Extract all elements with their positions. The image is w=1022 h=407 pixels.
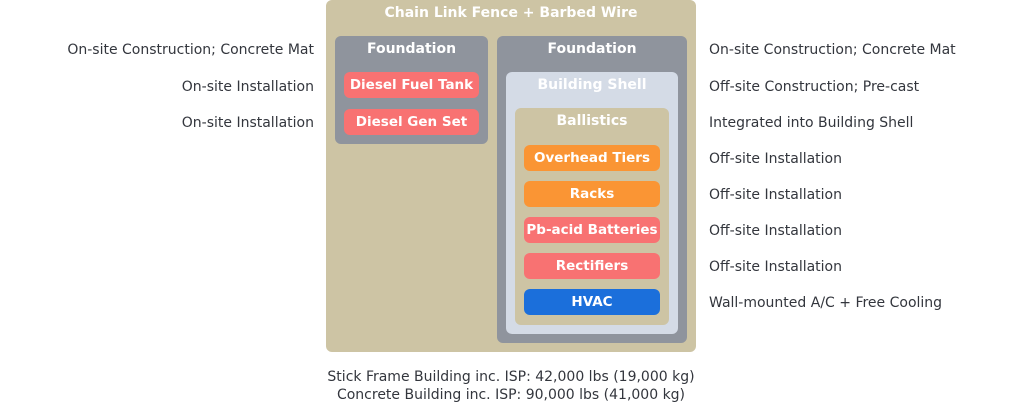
left-foundation-box: Foundation Diesel Fuel Tank Diesel Gen S… — [335, 36, 488, 144]
caption-stick-frame: Stick Frame Building inc. ISP: 42,000 lb… — [327, 369, 695, 385]
right-label-foundation: On-site Construction; Concrete Mat — [709, 42, 956, 58]
right-foundation-box: Foundation Building Shell Ballistics Ove… — [497, 36, 687, 343]
rectifiers-item: Rectifiers — [524, 253, 660, 279]
ballistics-title: Ballistics — [556, 113, 628, 129]
right-label-hvac: Wall-mounted A/C + Free Cooling — [709, 295, 943, 311]
building-shell-box: Building Shell Ballistics Overhead Tiers… — [506, 72, 678, 334]
building-shell-title: Building Shell — [537, 77, 647, 93]
right-label-batteries: Off-site Installation — [709, 223, 842, 239]
right-label-building-shell: Off-site Construction; Pre-cast — [709, 79, 920, 95]
left-label-gen-set: On-site Installation — [181, 115, 314, 131]
diesel-fuel-tank-item: Diesel Fuel Tank — [344, 72, 479, 98]
racks-item: Racks — [524, 181, 660, 207]
fence-title: Chain Link Fence + Barbed Wire — [384, 5, 638, 21]
caption-concrete: Concrete Building inc. ISP: 90,000 lbs (… — [336, 387, 686, 403]
right-label-overhead-tiers: Off-site Installation — [709, 151, 842, 167]
hvac-item: HVAC — [524, 289, 660, 315]
overhead-tiers-item: Overhead Tiers — [524, 145, 660, 171]
right-label-racks: Off-site Installation — [709, 187, 842, 203]
right-label-rectifiers: Off-site Installation — [709, 259, 842, 275]
pb-acid-batteries-item: Pb-acid Batteries — [524, 217, 660, 243]
ballistics-box: Ballistics Overhead Tiers Racks Pb-acid … — [515, 108, 669, 325]
right-foundation-title: Foundation — [547, 41, 637, 57]
left-foundation-title: Foundation — [366, 41, 457, 57]
left-label-foundation: On-site Construction; Concrete Mat — [67, 42, 314, 58]
left-label-fuel-tank: On-site Installation — [181, 79, 314, 95]
diesel-gen-set-item: Diesel Gen Set — [344, 109, 479, 135]
right-label-ballistics: Integrated into Building Shell — [709, 115, 914, 131]
